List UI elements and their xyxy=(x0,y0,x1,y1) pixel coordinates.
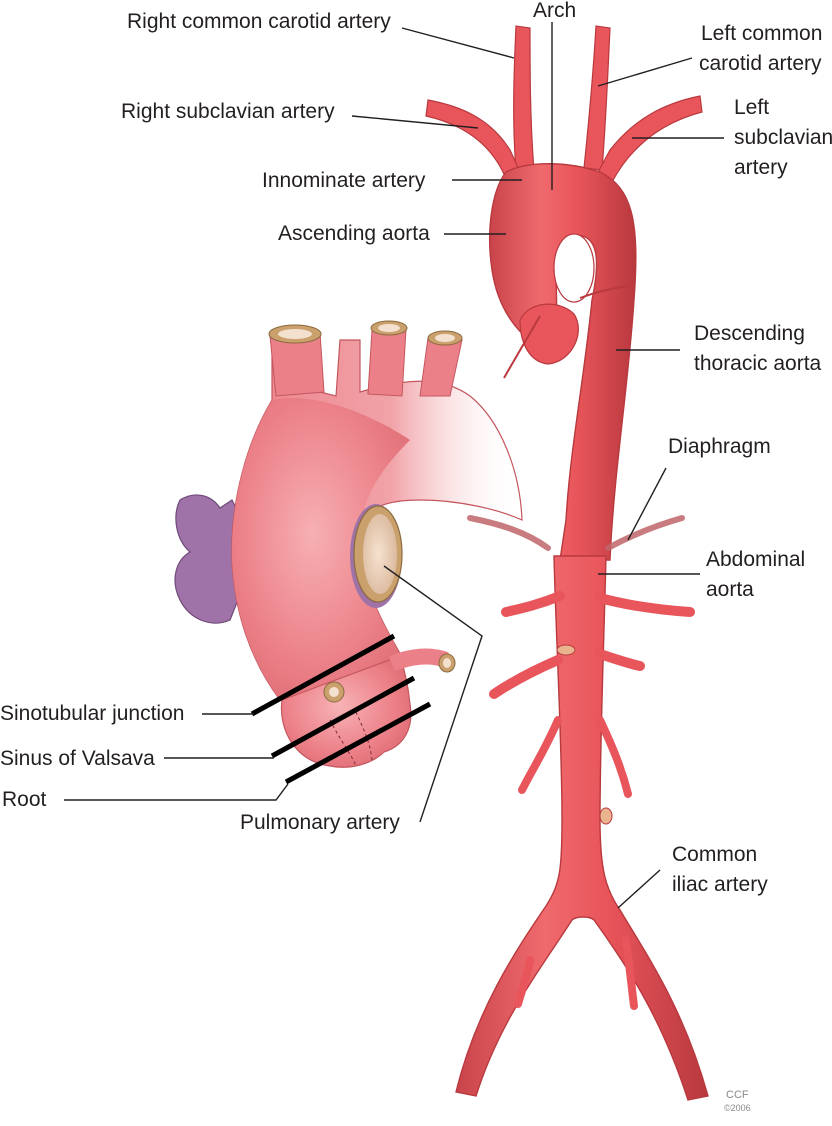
label-ascending: Ascending aorta xyxy=(278,222,430,245)
leader-lines xyxy=(64,22,724,909)
ligamentum-bulge xyxy=(519,303,579,365)
label-left-subclavian-line3: artery xyxy=(734,156,788,179)
sinus-cutline xyxy=(270,675,416,759)
credit-year: ©2006 xyxy=(724,1103,751,1113)
label-sinotubular: Sinotubular junction xyxy=(0,702,184,725)
abdominal-aorta-vessel xyxy=(455,555,709,1101)
renal-branch-right xyxy=(595,649,645,671)
label-descending-line2: thoracic aorta xyxy=(694,352,822,375)
lumbar-branch-left xyxy=(518,716,562,794)
left-common-carotid-vessel xyxy=(583,25,611,171)
sinotubular-cutline xyxy=(250,633,396,717)
label-descending-line1: Descending xyxy=(694,322,805,345)
label-common-iliac-line1: Common xyxy=(672,843,757,866)
celiac-branch xyxy=(501,591,565,617)
leader-right-subclavian xyxy=(351,115,479,129)
label-arch: Arch xyxy=(533,0,576,22)
left-subclavian-vessel xyxy=(595,95,703,183)
label-sinus: Sinus of Valsava xyxy=(0,747,155,770)
label-left-common-carotid-line2: carotid artery xyxy=(699,52,822,75)
label-common-iliac-line2: iliac artery xyxy=(672,873,768,896)
main-aorta xyxy=(425,25,709,1101)
label-right-subclavian: Right subclavian artery xyxy=(121,100,335,123)
leader-diaphragm xyxy=(627,467,667,541)
label-innominate: Innominate artery xyxy=(262,169,426,192)
diaphragm-strand-right xyxy=(605,515,685,551)
renal-branch-left xyxy=(489,655,563,699)
arch-inner-space xyxy=(553,233,595,303)
credit-ccf: CCF xyxy=(726,1089,749,1101)
label-left-subclavian-line2: subclavian xyxy=(734,126,832,149)
label-abdominal-line2: aorta xyxy=(706,578,754,601)
label-right-common-carotid: Right common carotid artery xyxy=(127,10,391,33)
lumbar-branch-right xyxy=(596,716,632,798)
label-abdominal-line1: Abdominal xyxy=(706,548,805,571)
root-vessel-2 xyxy=(367,329,407,397)
aortic-root-illustration xyxy=(174,320,523,785)
label-pulmonary: Pulmonary artery xyxy=(240,811,400,834)
pulmonary-artery-shape xyxy=(174,494,244,624)
aortic-arch-vessel xyxy=(488,163,637,561)
leader-right-common-carotid xyxy=(401,27,515,59)
leader-common-iliac xyxy=(617,869,661,909)
label-diaphragm: Diaphragm xyxy=(668,435,771,458)
label-root: Root xyxy=(2,788,47,811)
leader-pulmonary xyxy=(383,565,483,823)
label-left-common-carotid-line1: Left common xyxy=(701,22,822,45)
sma-branch xyxy=(595,593,695,617)
sinus-bulges xyxy=(280,655,412,768)
diaphragm-strand-left xyxy=(467,515,551,551)
leader-left-common-carotid xyxy=(597,57,693,87)
iliac-branch-right xyxy=(622,936,638,1010)
root-cutline xyxy=(284,701,432,785)
right-common-carotid-vessel xyxy=(513,25,535,171)
coronary-branch xyxy=(388,648,449,672)
label-left-subclavian-line1: Left xyxy=(734,96,769,119)
iliac-branch-left xyxy=(514,956,534,1008)
leader-root xyxy=(64,783,289,801)
